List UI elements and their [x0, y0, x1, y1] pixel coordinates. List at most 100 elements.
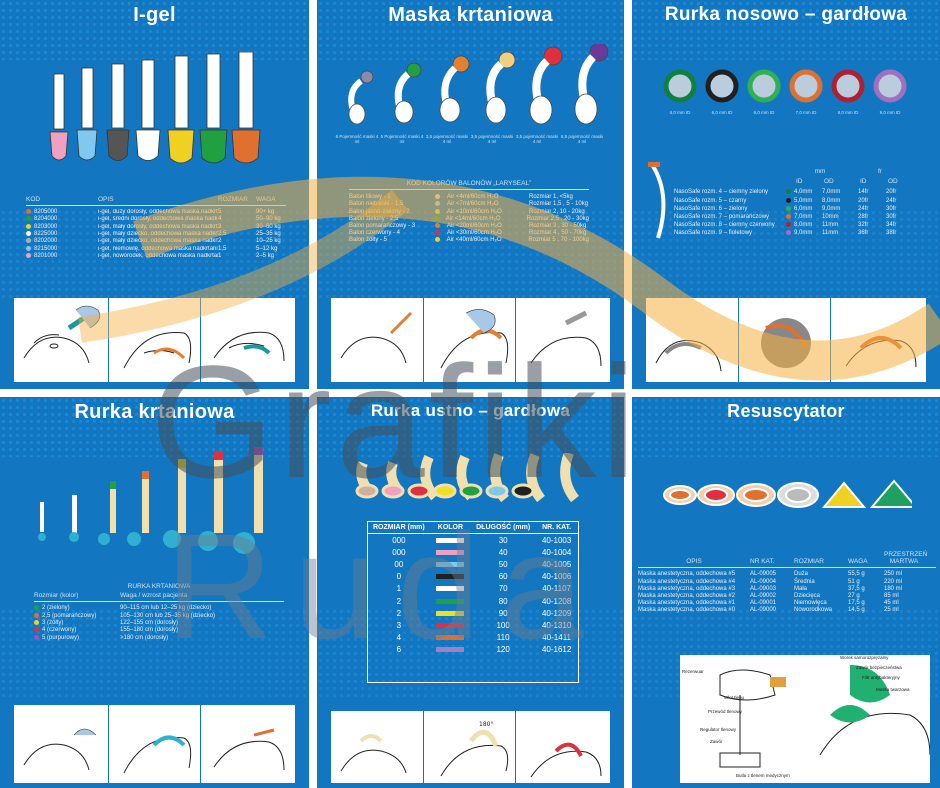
- balloon-air: Air <40ml/60cm H₂O: [446, 237, 502, 244]
- dot-pattern: [317, 0, 624, 60]
- size-cell: 2 (zielony): [34, 605, 120, 612]
- ring-caption: 6,0 mm ID: [753, 110, 775, 115]
- color-dot: [786, 230, 791, 236]
- dot-pattern: [0, 608, 309, 698]
- color-dot: [435, 223, 440, 229]
- ring-caption: 9,0 mm ID: [879, 110, 901, 115]
- size-text: 3 (żółty): [42, 620, 64, 627]
- col-header: ROZMIAR: [794, 558, 824, 566]
- tube-fid: 32fr: [858, 222, 869, 229]
- length-cell: 60: [498, 572, 508, 582]
- opis-cell: Maska anestetyczna, oddechowa #5: [638, 571, 736, 578]
- col-header: Rozmiar (kolor): [34, 592, 79, 600]
- color-dot: [34, 612, 39, 618]
- size-cell: Dziecięca: [794, 593, 821, 600]
- color-swatch: [436, 647, 465, 653]
- mask-insertion-illustration: [331, 298, 610, 382]
- color-dot: [34, 634, 39, 640]
- tube-od: 7,0mm: [822, 189, 841, 196]
- col-header: ROZMIAR: [218, 196, 248, 203]
- col-header: WAGA: [848, 558, 868, 566]
- unit-mm: mm: [814, 168, 826, 175]
- tube-name: NasoSafe rozm. 9 – fioletowy: [674, 230, 753, 237]
- weight-cell: 155–180 cm (dorosły): [120, 627, 179, 634]
- opis-cell: i-gel, mały dziecko, oddechowa maska nad…: [98, 231, 218, 238]
- tube-fod: 34fr: [886, 222, 897, 229]
- table-row: 5 (purpurowy)>180 cm (dorosły): [34, 634, 284, 642]
- kat-cell: AL-09004: [750, 578, 777, 585]
- tube-id: 6,0mm: [794, 205, 813, 212]
- tube-od: 9,0mm: [822, 205, 841, 212]
- kat-cell: AL-09005: [750, 571, 777, 578]
- col-od: OD: [824, 178, 834, 186]
- color-dot: [34, 627, 39, 633]
- table-row: 2,5 (pomarańczowy)105–130 cm lub 25–35 k…: [34, 612, 284, 620]
- mask-caption: 6,5 pojemność maski 4 ml: [560, 134, 604, 144]
- kod-cell: 8203000: [26, 223, 98, 231]
- deadspace-cell: 250 ml: [884, 571, 903, 578]
- color-dot: [26, 223, 31, 229]
- waga-cell: 50–90 kg: [256, 216, 281, 223]
- opis-cell: i-gel, niemowlę, oddechowa maska nadkrta…: [98, 245, 218, 252]
- size-cell: Niemowlęca: [794, 600, 827, 607]
- tube-name: NasoSafe rozm. 7 – pomarańczowy: [674, 214, 770, 221]
- waga-cell: 2–5 kg: [256, 252, 275, 259]
- deadspace-cell: 85 ml: [884, 593, 899, 600]
- catalog-cell: 40-1209: [541, 608, 572, 618]
- igel-insertion-illustration: [14, 298, 295, 382]
- weight-cell: 90–115 cm lub 12–25 kg (dziecko): [120, 605, 212, 612]
- kat-cell: AL-09002: [750, 593, 777, 600]
- color-cell: [430, 571, 471, 583]
- catalog-cell: 40-1006: [541, 572, 572, 582]
- balloon-name: Balon żółty - 5: [349, 237, 388, 244]
- table-row: 4 (czerwony) 155–180 cm (dorosły): [34, 627, 284, 634]
- col-id: ID: [796, 178, 803, 186]
- tube-od: 8,0mm: [822, 197, 841, 204]
- color-swatch: [436, 586, 465, 592]
- tube-fid: 24fr: [858, 205, 869, 212]
- panel-title: Rurka krtaniowa: [74, 401, 235, 423]
- deadspace-cell: 25 ml: [884, 607, 899, 614]
- col-header: ROZMIAR (mm): [368, 522, 430, 534]
- color-dot: [26, 238, 31, 244]
- panel-title: Resuscytator: [727, 401, 845, 421]
- weight-cell: >180 cm (dorosły): [120, 634, 169, 641]
- tube-fod: 38fr: [886, 230, 897, 237]
- dot-pattern: [317, 397, 624, 457]
- mask-caption: 3,5 pojemność maski 4 ml: [425, 134, 469, 144]
- col-header: KOLOR: [429, 522, 472, 534]
- tube-id: 5,0mm: [794, 197, 813, 204]
- balloon-size: Rozmiar 1, <5kg: [529, 194, 573, 201]
- size-text: 4 (czerwony): [42, 627, 77, 634]
- panel-resuscytator: Resuscytator OPIS NR KAT. ROZMIAR WAGA P…: [632, 397, 940, 788]
- tube-name: NasoSafe rozm. 5 – czarny: [674, 197, 747, 204]
- diagram-label: Regulator tlenowy: [700, 727, 737, 732]
- tube-id: 7,0mm: [794, 214, 813, 221]
- balloon-size: Rozmiar 2, 10 - 20kg: [529, 208, 585, 215]
- balloon-name: Balon jasno-zielony - 2: [349, 208, 410, 215]
- color-cell: [430, 619, 471, 631]
- color-dot: [26, 245, 31, 251]
- balloon-air: Air <10ml/60cm H₂O: [447, 208, 502, 215]
- catalog-cell: 40-1310: [541, 620, 572, 630]
- color-swatch: [436, 537, 465, 543]
- kod-cell: 8225000: [26, 231, 98, 238]
- insertion-sketch: [340, 729, 602, 778]
- col-id: ID: [860, 178, 867, 186]
- kod-text: 8215000: [34, 245, 58, 252]
- col-header: NR. KAT.: [535, 522, 578, 534]
